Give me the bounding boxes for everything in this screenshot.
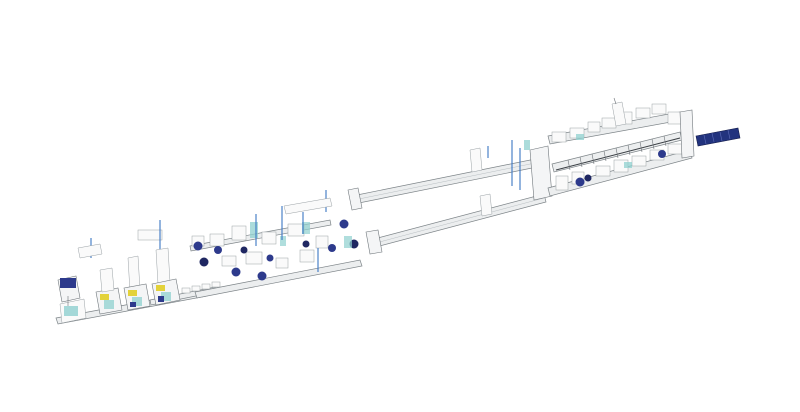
left-tray-row xyxy=(181,281,221,294)
buffer-conveyor-upper-endcap-left xyxy=(347,187,363,211)
cell-glass-panels xyxy=(250,222,352,248)
station-2 xyxy=(77,238,123,315)
station-3 xyxy=(123,255,151,311)
loading-section xyxy=(55,220,221,325)
cell-frames xyxy=(191,223,329,269)
mid-conveyor-lower xyxy=(194,259,363,299)
right-tower xyxy=(611,101,627,127)
right-conveyor-bottom xyxy=(547,149,693,197)
station-4-overhead-rack xyxy=(137,229,163,241)
buffer-conveyor-section xyxy=(347,140,553,255)
station-1 xyxy=(57,275,87,324)
robot-arm-icon xyxy=(193,219,359,281)
light-mast-icon xyxy=(255,190,327,272)
station-2-accent xyxy=(100,294,109,300)
processing-section xyxy=(547,97,741,197)
station-4 xyxy=(137,220,181,306)
overhead-rack-mid xyxy=(283,197,333,215)
tray-rack-icon xyxy=(695,127,741,147)
right-robot-arm-icon xyxy=(575,150,666,187)
robot-cell-section xyxy=(189,190,363,299)
station-1-glass xyxy=(64,306,78,316)
right-end-frame xyxy=(679,109,695,159)
station-1-robot-cover xyxy=(60,278,76,288)
buffer-conveyor-lower-endcap-left xyxy=(365,229,383,255)
lift-right-upper xyxy=(529,145,553,201)
